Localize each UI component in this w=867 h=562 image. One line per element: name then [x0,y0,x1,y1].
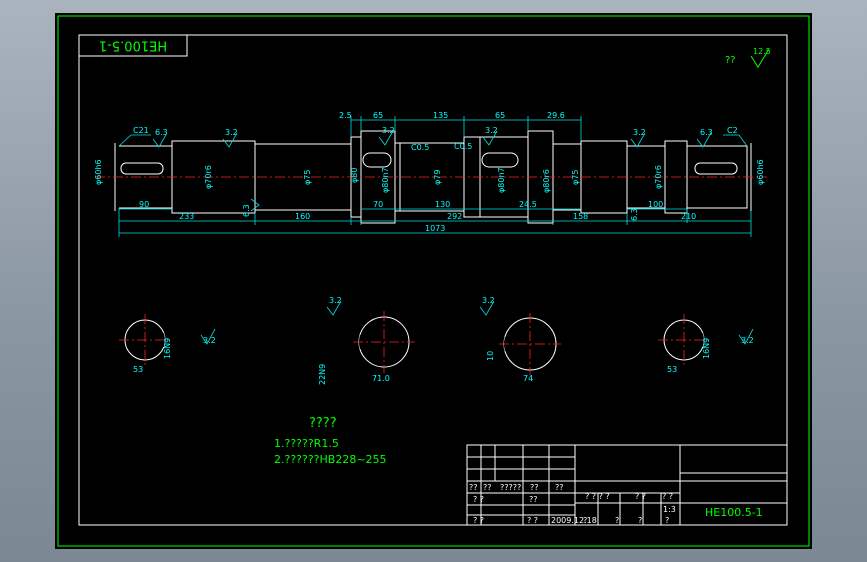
tb-sheet-c: ? [638,516,642,525]
section-view-4: 53 3.2 16N9 [658,314,754,374]
section-2-roughness: 3.2 [329,296,342,305]
diameter-70r6-left: φ70r6 [204,165,213,189]
drawing-number-box [78,34,188,57]
dim-65-b: 65 [495,111,505,120]
dim-135: 135 [433,111,448,120]
notes-line-2: 2.??????HB228~255 [274,453,387,466]
dim-210: 210 [681,212,696,221]
section-1-roughness: 3.2 [203,336,216,345]
dim-90: 90 [139,200,149,209]
roughness-32-b: 3.2 [382,126,395,135]
diameter-75-right: φ75 [571,170,580,185]
section-view-3: 10 74 3.2 [479,296,561,383]
tb-row1-b: ?? [483,483,492,492]
notes-title: ???? [309,416,337,431]
outer-border [57,15,810,547]
diameter-80n7-right: φ80n7 [497,167,506,193]
diameter-60h6-right: φ60h6 [756,159,765,185]
tb-row1-d: ?? [530,483,539,492]
section-3-key: 10 [486,351,495,361]
diameter-80: φ80 [350,168,359,183]
dim-160: 160 [295,212,310,221]
diameter-75-left: φ75 [303,170,312,185]
dim-29-6: 29.6 [547,111,565,120]
dim-70: 70 [373,200,383,209]
dim-100: 100 [648,200,663,209]
diameter-70r6-right: φ70r6 [654,165,663,189]
section-2-dim: 71.0 [372,374,390,383]
roughness-32-c: 3.2 [485,126,498,135]
top-dimensions: 2.5 65 135 65 29.6 [339,111,582,141]
tb-row1-a: ?? [469,483,478,492]
section-3-dim: 74 [523,374,533,383]
dim-158: 158 [573,212,588,221]
diameter-labels: φ60h6 φ70r6 φ75 φ80 φ80n7 φ79 φ80n7 φ80r… [94,159,765,193]
tb-row3-a: ? ? [473,516,484,525]
notes-line-1: 1.?????R1.5 [274,437,339,450]
title-block: ?? ?? ????? ?? ?? ? ? ?? ? ? ? ? 2009.12… [466,444,788,526]
roughness-63-c: 6.3 [242,204,251,217]
dim-24-5: 24.5 [519,200,537,209]
inner-frame [78,34,788,526]
roughness-63-d: 6.3 [630,208,639,221]
roughness-value-label: 12.5 [753,47,771,56]
tb-row2-a: ? ? [473,495,484,504]
section-4-key-width: 16N9 [702,338,711,359]
dim-total-1073: 1073 [425,224,445,233]
tb-row1-c: ????? [500,483,521,492]
chamfer-c05-b: C0.5 [454,142,472,151]
dim-2-5: 2.5 [339,111,352,120]
roughness-63-a: 6.3 [155,128,168,137]
diameter-79: φ79 [433,170,442,185]
shaft-drawing: HE100.5-1 ?? 12.5 φ60h6 φ70r6 φ75 φ80 [57,15,810,547]
tb-date: 2009.12.18 [551,516,597,525]
tb-sheet-d: ? [665,516,669,525]
section-view-2: 22N9 71.0 3.2 [318,296,415,385]
section-4-dim: 53 [667,365,677,374]
tb-stage-label: ? ? ? ? [585,492,610,501]
section-3-roughness: 3.2 [482,296,495,305]
tb-row1-e: ?? [555,483,564,492]
shaft-callouts: C21 C2 C0.5 C0.5 6.3 3.2 3.2 3.2 3.2 6.3… [118,126,748,221]
tb-weight-label: ? ? [635,492,646,501]
diameter-80r6: φ80r6 [542,169,551,193]
tb-row2-b: ?? [529,495,538,504]
roughness-symbol-label: ?? [725,55,736,66]
drawing-sheet: HE100.5-1 ?? 12.5 φ60h6 φ70r6 φ75 φ80 [55,13,812,549]
dim-233: 233 [179,212,194,221]
tb-sheet-a: ? [583,516,587,525]
chamfer-c21: C21 [133,126,149,135]
roughness-symbol [750,48,770,68]
chamfer-c2: C2 [727,126,738,135]
section-2-key: 22N9 [318,364,327,385]
section-4-roughness: 3.2 [741,336,754,345]
diameter-60h6-left: φ60h6 [94,159,103,185]
roughness-32-a: 3.2 [225,128,238,137]
tb-scale: 1:3 [663,505,676,514]
tb-sheet-b: ? [615,516,619,525]
lower-dimensions: 70 130 24.5 90 100 233 160 292 158 210 1… [118,200,752,237]
tb-scale-label: ? ? [662,492,673,501]
dim-65-a: 65 [373,111,383,120]
section-view-1: 53 3.2 16N9 [119,314,216,374]
section-1-key-width: 16N9 [163,338,172,359]
dim-292: 292 [447,212,462,221]
tb-row3-b: ? ? [527,516,538,525]
dim-130: 130 [435,200,450,209]
diameter-80n7-left: φ80n7 [381,167,390,193]
roughness-32-d: 3.2 [633,128,646,137]
section-1-dim: 53 [133,365,143,374]
roughness-63-b: 6.3 [700,128,713,137]
drawing-number-rotated: HE100.5-1 [99,38,167,53]
chamfer-c05-a: C0.5 [411,143,429,152]
tb-drawing-number: HE100.5-1 [705,506,763,519]
